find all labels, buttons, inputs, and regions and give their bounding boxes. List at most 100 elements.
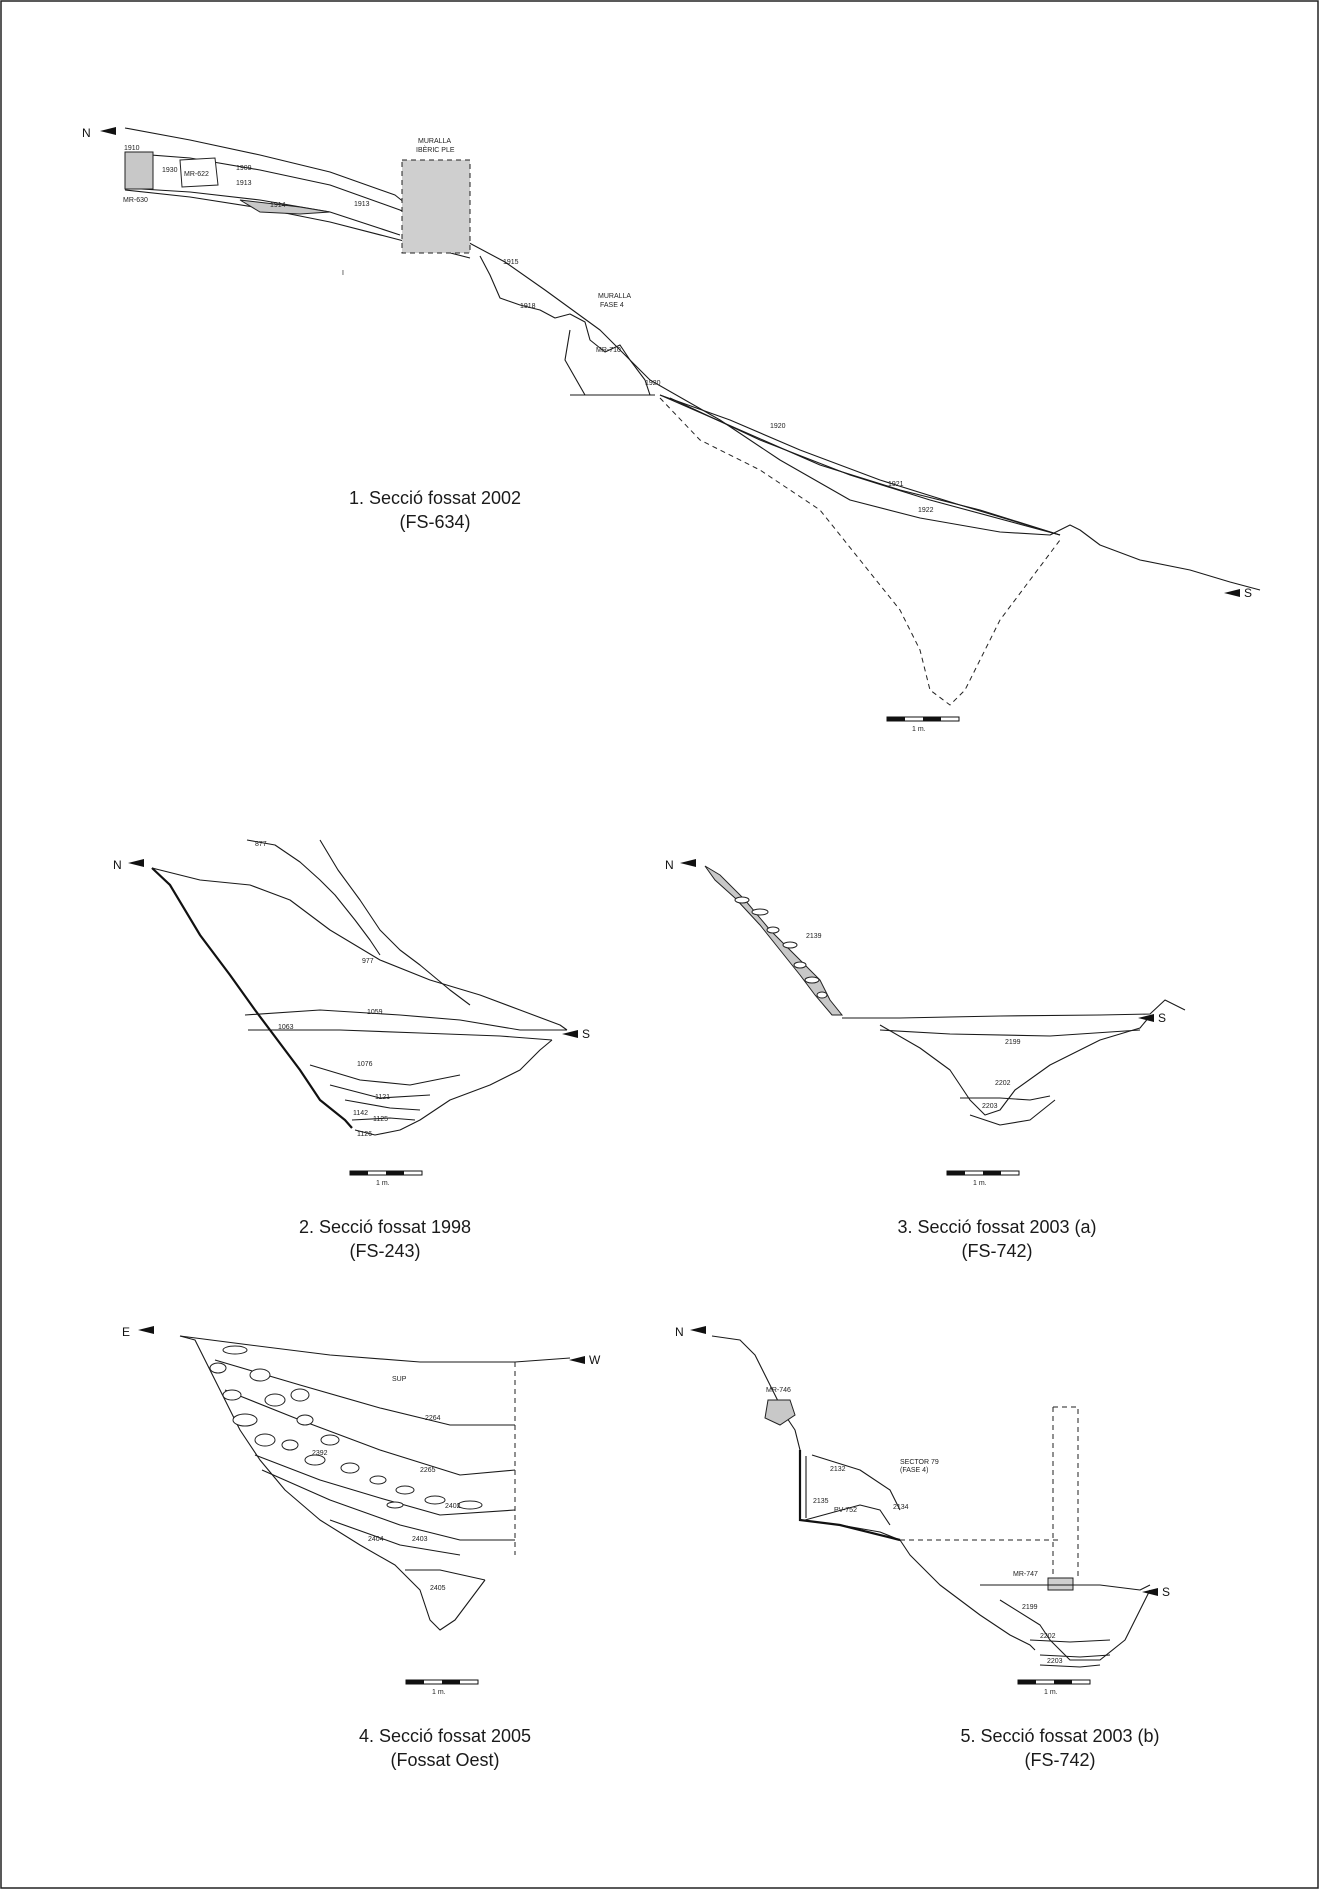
section-5-end-direction: S xyxy=(1162,1585,1170,1599)
section-3-subtitle: (FS-742) xyxy=(961,1241,1033,1261)
layer-label: 1910 xyxy=(124,145,140,152)
scale-bar: 1 m. xyxy=(349,1170,423,1187)
layer-label: 2132 xyxy=(830,1466,846,1473)
layer-label: MR-622 xyxy=(184,171,209,178)
layer-label: I xyxy=(342,270,344,277)
section-5-title: 5. Secció fossat 2003 (b) xyxy=(960,1726,1160,1746)
section-2-subtitle: (FS-243) xyxy=(349,1241,421,1261)
south-arrow-icon xyxy=(1138,1014,1154,1022)
layer-label: 1909 xyxy=(236,165,252,172)
wall-label: MR-710 xyxy=(596,347,621,354)
north-arrow-icon xyxy=(680,859,696,867)
layer-label: 1063 xyxy=(278,1024,294,1031)
layer-label: 1920 xyxy=(770,423,786,430)
section-4-title: 4. Secció fossat 2005 xyxy=(358,1726,532,1746)
layer-label: 1059 xyxy=(367,1009,383,1016)
scale-label: 1 m. xyxy=(912,726,926,733)
wall-label: IBÈRIC PLE xyxy=(416,145,455,154)
layer-label: 2203 xyxy=(1047,1658,1063,1665)
layer-label: 2402 xyxy=(445,1503,461,1510)
section-1-end-direction: S xyxy=(1244,586,1252,600)
layer-label: 1126 xyxy=(357,1131,372,1138)
layer-label: 877 xyxy=(255,841,267,848)
layer-label: 977 xyxy=(362,958,374,965)
layer-label: 2203 xyxy=(982,1103,998,1110)
wall-label: MR-746 xyxy=(766,1387,791,1394)
section-1-subtitle: (FS-634) xyxy=(399,512,471,532)
sector-label: SECTOR 79 xyxy=(900,1459,939,1466)
layer-label: 2202 xyxy=(1040,1633,1056,1640)
section-2-start-direction: N xyxy=(113,858,122,872)
layer-label: 1914 xyxy=(270,202,286,209)
layer-label: 2139 xyxy=(806,933,822,940)
layer-label: 2392 xyxy=(312,1450,328,1457)
mr-630-wall xyxy=(124,151,154,190)
mr-747-wall xyxy=(1047,1577,1074,1591)
north-arrow-icon xyxy=(690,1326,706,1334)
west-arrow-icon xyxy=(569,1356,585,1364)
wall-label: MURALLA xyxy=(598,293,631,300)
muralla-iberic-ple xyxy=(401,159,471,254)
wall-label: MURALLA xyxy=(418,138,451,145)
layer-label: SUP xyxy=(392,1376,407,1383)
layer-label: 1913 xyxy=(354,201,370,208)
layer-label: 2202 xyxy=(995,1080,1011,1087)
layer-label: 1920 xyxy=(645,380,661,387)
layer-label: 1922 xyxy=(918,507,934,514)
section-4-start-direction: E xyxy=(122,1325,130,1339)
north-arrow-icon xyxy=(128,859,144,867)
layer-label: 1913 xyxy=(236,180,252,187)
east-arrow-icon xyxy=(138,1326,154,1334)
section-5-caption: 5. Secció fossat 2003 (b) (FS-742) xyxy=(890,1724,1230,1772)
section-3-title: 3. Secció fossat 2003 (a) xyxy=(897,1217,1097,1237)
south-arrow-icon xyxy=(562,1030,578,1038)
section-2-end-direction: S xyxy=(582,1027,590,1041)
section-4-end-direction: W xyxy=(589,1353,601,1367)
sector-label: (FASE 4) xyxy=(900,1467,928,1474)
layer-label: MR-630 xyxy=(123,197,148,204)
scale-bar: 1 m. xyxy=(405,1679,479,1696)
wall-label: FASE 4 xyxy=(600,302,624,309)
layer-label: 2199 xyxy=(1022,1604,1038,1611)
section-5-drawing: N S MR-746 2132 SECTOR 79 (FASE 4) 2135 … xyxy=(675,1325,1170,1696)
north-arrow-icon xyxy=(100,127,116,135)
scale-label: 1 m. xyxy=(376,1180,390,1187)
wall-label: MR-747 xyxy=(1013,1571,1038,1578)
section-4-caption: 4. Secció fossat 2005 (Fossat Oest) xyxy=(275,1724,615,1772)
layer-label: 1076 xyxy=(357,1061,373,1068)
layer-label: 1142 xyxy=(353,1110,368,1117)
layer-label: 1121 xyxy=(375,1094,390,1101)
section-1-start-direction: N xyxy=(82,126,91,140)
scale-label: 1 m. xyxy=(432,1689,446,1696)
section-3-caption: 3. Secció fossat 2003 (a) (FS-742) xyxy=(827,1215,1167,1263)
scale-label: 1 m. xyxy=(973,1180,987,1187)
section-2-title: 2. Secció fossat 1998 xyxy=(298,1217,472,1237)
layer-label: 1921 xyxy=(888,481,904,488)
section-4-subtitle: (Fossat Oest) xyxy=(390,1750,500,1770)
section-5-start-direction: N xyxy=(675,1325,684,1339)
layer-label: 2134 xyxy=(893,1504,909,1511)
section-5-subtitle: (FS-742) xyxy=(1024,1750,1096,1770)
layer-label: 2135 xyxy=(813,1498,829,1505)
layer-label: 1915 xyxy=(503,259,519,266)
section-3-start-direction: N xyxy=(665,858,674,872)
scale-bar: 1 m. xyxy=(1017,1679,1091,1696)
south-arrow-icon xyxy=(1224,589,1240,597)
layer-label: 2264 xyxy=(425,1415,441,1422)
layer-label: PV-752 xyxy=(834,1507,857,1514)
section-2-caption: 2. Secció fossat 1998 (FS-243) xyxy=(215,1215,555,1263)
section-2-drawing: N S 877 977 1059 1063 1076 1121 1142 112… xyxy=(113,839,590,1187)
layer-label: 1930 xyxy=(162,167,178,174)
layer-label: 2404 xyxy=(368,1536,384,1543)
south-arrow-icon xyxy=(1142,1588,1158,1596)
section-3-drawing: N S 2139 2199 2202 2203 1 m. xyxy=(665,858,1186,1187)
section-1-drawing: N S 1910 1930 MR-622 1909 1913 MR-630 xyxy=(82,126,1261,733)
section-3-end-direction: S xyxy=(1158,1011,1166,1025)
section-1-caption: 1. Secció fossat 2002 (FS-634) xyxy=(265,486,605,534)
section-1-title: 1. Secció fossat 2002 xyxy=(348,488,522,508)
layer-label: 2405 xyxy=(430,1585,446,1592)
layer-label: 2403 xyxy=(412,1536,428,1543)
layer-label: 1125 xyxy=(373,1116,388,1123)
